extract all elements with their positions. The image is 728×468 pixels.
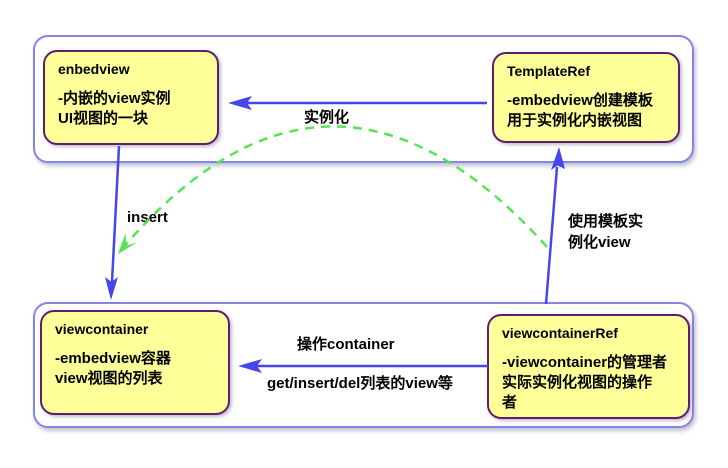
edge-label-use-template-line: 使用模板实 bbox=[568, 213, 644, 230]
node-enbedview-title: enbedview bbox=[58, 61, 130, 77]
node-viewcontainer-title: viewcontainer bbox=[55, 321, 149, 337]
node-viewcontainer-line: view视图的列表 bbox=[55, 370, 163, 387]
node-viewcontainerref: viewcontainerRef -viewcontainer的管理者 实际实例… bbox=[487, 314, 690, 419]
node-enbedview-line: UI视图的一块 bbox=[58, 110, 149, 127]
node-viewcontainerref-line: 者 bbox=[502, 394, 518, 411]
edge-label-operate-container: 操作container bbox=[297, 336, 395, 353]
node-viewcontainer: viewcontainer -embedview容器 view视图的列表 bbox=[40, 310, 230, 415]
edge-label-use-template-line: 例化view bbox=[568, 234, 631, 251]
arrow-enbedview-to-viewcontainer-head bbox=[105, 277, 118, 300]
node-viewcontainerref-line: 实际实例化视图的操作 bbox=[502, 374, 653, 391]
node-enbedview-line: -内嵌的view实例 bbox=[58, 90, 171, 107]
edge-label-operate-detail: get/insert/del列表的view等 bbox=[267, 375, 453, 392]
node-viewcontainerref-title: viewcontainerRef bbox=[502, 325, 618, 341]
node-viewcontainer-line: -embedview容器 bbox=[55, 350, 171, 367]
node-viewcontainerref-line: -viewcontainer的管理者 bbox=[502, 354, 668, 371]
arrow-viewcontainerref-to-templateref-line bbox=[544, 166, 559, 305]
edge-label-insert: insert bbox=[127, 209, 168, 226]
edge-label-instantiate: 实例化 bbox=[304, 109, 350, 126]
node-templateref: TemplateRef -embedview创建模板 用于实例化内嵌视图 bbox=[492, 52, 680, 143]
arrow-instantiate-curve-head bbox=[118, 233, 137, 254]
node-templateref-title: TemplateRef bbox=[507, 63, 590, 79]
node-enbedview: enbedview -内嵌的view实例 UI视图的一块 bbox=[43, 50, 219, 145]
edge-label-use-template: 使用模板实 例化view bbox=[568, 211, 643, 253]
arrow-enbedview-to-viewcontainer-line bbox=[110, 145, 121, 283]
node-templateref-line: -embedview创建模板 bbox=[507, 92, 653, 109]
node-templateref-line: 用于实例化内嵌视图 bbox=[507, 112, 643, 129]
